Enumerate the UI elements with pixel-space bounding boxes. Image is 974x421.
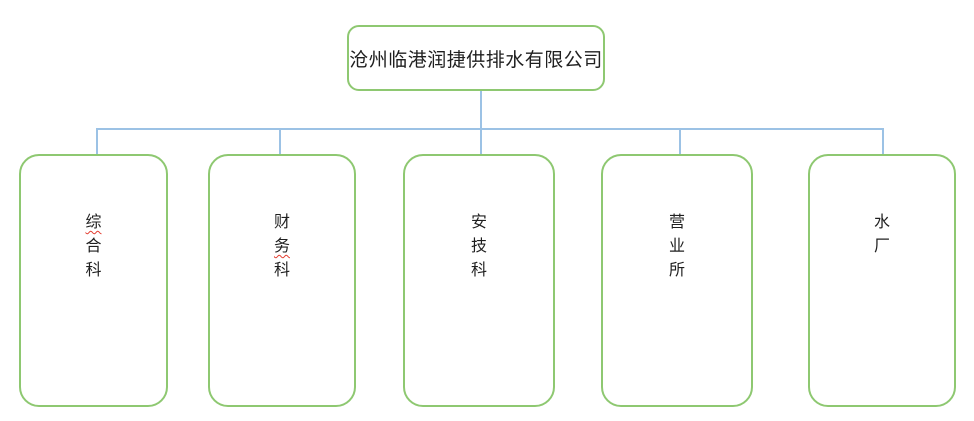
org-box-department: 安技科 [403, 154, 555, 407]
department-label-char: 厂 [873, 238, 890, 255]
department-label-char: 科 [470, 262, 487, 279]
company-name: 沧州临港润捷供排水有限公司 [349, 49, 603, 71]
department-label-char: 安 [470, 214, 487, 231]
connector-drop-2 [279, 129, 281, 154]
connector-drop-3 [480, 129, 482, 154]
department-label-char: 技 [470, 238, 487, 255]
connector-root-stem [480, 91, 482, 129]
connector-drop-4 [679, 129, 681, 154]
department-label-char: 科 [273, 262, 290, 279]
department-label-char: 营 [668, 214, 685, 231]
department-label-char: 财 [273, 214, 290, 231]
department-label-char: 水 [873, 214, 890, 231]
department-label-char: 科 [85, 262, 102, 279]
department-label: 水厂 [874, 156, 890, 405]
department-label-char: 合 [85, 238, 102, 255]
department-label-char: 所 [668, 262, 685, 279]
department-label: 财务科 [274, 156, 290, 405]
org-box-department: 水厂 [808, 154, 956, 407]
department-label-char: 业 [668, 238, 685, 255]
connector-drop-1 [96, 129, 98, 154]
department-label: 综合科 [85, 156, 101, 405]
department-label: 营业所 [669, 156, 685, 405]
connector-crossbar [96, 128, 884, 130]
department-label: 安技科 [471, 156, 487, 405]
department-label-char: 综 [85, 214, 102, 231]
org-box-department: 综合科 [19, 154, 168, 407]
org-box-department: 营业所 [601, 154, 753, 407]
org-box-department: 财务科 [208, 154, 356, 407]
connector-drop-5 [882, 129, 884, 154]
department-label-char: 务 [273, 238, 290, 255]
org-box-root: 沧州临港润捷供排水有限公司 [347, 25, 605, 91]
